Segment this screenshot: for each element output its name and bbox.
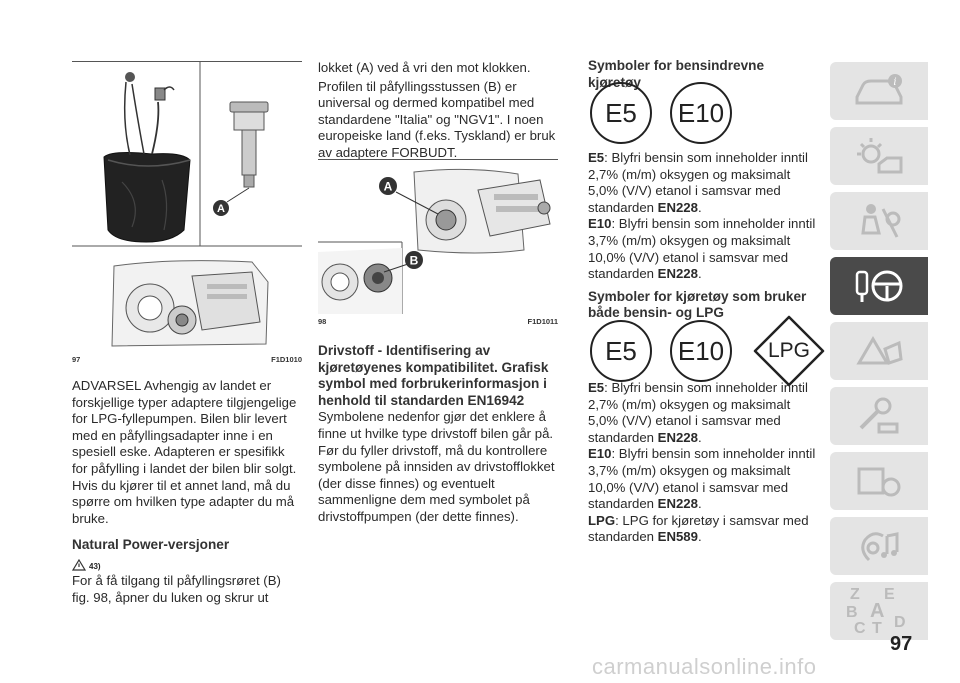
figure-97-label: 97 xyxy=(72,355,81,364)
e5-symbol: E5 xyxy=(590,82,652,144)
e10-lpg-description: E10: Blyfri bensin som inneholder inntil… xyxy=(588,446,820,512)
e10-text: : Blyfri bensin som inneholder inntil 3,… xyxy=(588,216,816,282)
e5-symbol-text: E5 xyxy=(605,97,637,128)
index-letter-a: A xyxy=(870,600,885,622)
lpg-symbol xyxy=(753,315,825,387)
warning-triangle-icon xyxy=(72,558,86,571)
service-icon xyxy=(857,467,901,497)
e5-description: E5: Blyfri bensin som inneholder inntil … xyxy=(588,150,820,216)
warning-lights-icon xyxy=(857,138,903,174)
lpg-symbol-text: LPG xyxy=(767,339,811,362)
e5-symbol-lpg-section: E5 xyxy=(590,320,652,382)
e10-label: E10 xyxy=(588,216,612,232)
key-steering-icon xyxy=(855,270,903,302)
e5-text: : Blyfri bensin som inneholder inntil 2,… xyxy=(588,150,808,215)
multimedia-icon xyxy=(861,532,899,562)
check-symbols-paragraph: Før du fyller drivstoff, må du kontrolle… xyxy=(318,442,555,524)
tools-icon xyxy=(859,397,899,434)
e10-dot: . xyxy=(697,266,702,282)
seat-airbag-icon xyxy=(861,204,901,238)
e5b-label: E5 xyxy=(588,380,605,395)
figure-97-image: A xyxy=(72,62,302,354)
figure-98-label: 98 xyxy=(318,317,327,326)
e5b-dot: . xyxy=(697,429,702,445)
tab-maintenance[interactable] xyxy=(830,387,928,445)
figure-97-code: F1D1010 xyxy=(271,355,302,364)
e10-symbol-lpg-section-text: E10 xyxy=(677,335,725,366)
e5-dot: . xyxy=(697,199,702,215)
access-fill-pipe-paragraph: For å få tilgang til påfyllingsrøret (B)… xyxy=(72,572,281,605)
e5-lpg-description: E5: Blyfri bensin som inneholder inntil … xyxy=(588,380,820,446)
index-letter-d: D xyxy=(894,614,906,631)
warning-reference: 43) xyxy=(89,561,101,571)
lpg-description: LPG: LPG for kjøretøy i samsvar med stan… xyxy=(588,513,820,546)
symbols-intro-paragraph: Symbolene nedenfor gjør det enklere å fi… xyxy=(318,409,554,441)
natural-power-heading: Natural Power-versjoner xyxy=(72,537,230,553)
e5b-text: : Blyfri bensin som inneholder inntil 2,… xyxy=(588,380,808,445)
tab-starting-driving[interactable] xyxy=(830,257,928,315)
index-letter-z: Z xyxy=(850,586,860,603)
page-number: 97 xyxy=(890,633,913,655)
index-letter-t: T xyxy=(872,620,882,637)
e5-label: E5 xyxy=(588,150,605,165)
e5-standard: EN228 xyxy=(657,199,698,215)
index-letter-e: E xyxy=(884,586,895,603)
index-letter-c: C xyxy=(854,620,866,637)
figure-98-callout-b: B xyxy=(410,254,419,268)
e5-symbol-lpg-section-text: E5 xyxy=(605,335,637,366)
figure-98-callout-a: A xyxy=(384,180,393,194)
e10-symbol: E10 xyxy=(670,82,732,144)
figure-98-top-rule xyxy=(318,159,558,160)
lpg-standard: EN589 xyxy=(657,529,698,545)
petrol-lpg-symbols-heading: Symboler for kjøretøy som bruker både be… xyxy=(588,288,807,321)
tab-technical-data[interactable] xyxy=(830,452,928,510)
e10-symbol-text: E10 xyxy=(677,97,725,128)
tab-safety[interactable] xyxy=(830,192,928,250)
tab-dashboard[interactable]: i xyxy=(830,62,928,120)
car-dashboard-icon: i xyxy=(855,74,903,105)
figure-98-image: A B xyxy=(318,160,558,314)
tab-warning-lights[interactable] xyxy=(830,127,928,185)
top-rule xyxy=(72,61,302,62)
lpg-label: LPG xyxy=(588,512,616,528)
watermark: carmanualsonline.info xyxy=(592,654,817,679)
tab-multimedia[interactable] xyxy=(830,517,928,575)
road-warning-icon xyxy=(856,336,903,365)
lpg-dot: . xyxy=(697,529,702,545)
e10b-dot: . xyxy=(697,496,702,512)
e10-standard: EN228 xyxy=(657,266,698,282)
fuel-identification-heading: Drivstoff - Identifisering av kjøretøyen… xyxy=(318,343,549,408)
tab-emergency[interactable] xyxy=(830,322,928,380)
e10-description: E10: Blyfri bensin som inneholder inntil… xyxy=(588,216,820,282)
e10b-label: E10 xyxy=(588,446,612,462)
e5b-standard: EN228 xyxy=(657,429,698,445)
tab-index[interactable]: Z E A B C T D xyxy=(830,582,928,640)
e10b-standard: EN228 xyxy=(657,496,698,512)
adapter-warning-paragraph: ADVARSEL Avhengig av landet er forskjell… xyxy=(72,378,297,526)
cap-turn-paragraph: lokket (A) ved å vri den mot klokken. xyxy=(318,60,531,75)
index-letter-b: B xyxy=(846,604,858,621)
fill-nozzle-profile-paragraph: Profilen til påfyllingsstussen (B) er un… xyxy=(318,78,556,160)
index-icon: Z E A B C T D xyxy=(844,586,914,637)
e10-symbol-lpg-section: E10 xyxy=(670,320,732,382)
lpg-text: : LPG for kjøretøy i samsvar med standar… xyxy=(588,512,809,545)
figure-97-callout-a: A xyxy=(217,203,225,215)
e10b-text: : Blyfri bensin som inneholder inntil 3,… xyxy=(588,446,816,512)
figure-98-code: F1D1011 xyxy=(527,317,558,326)
svg-text:i: i xyxy=(893,77,896,88)
